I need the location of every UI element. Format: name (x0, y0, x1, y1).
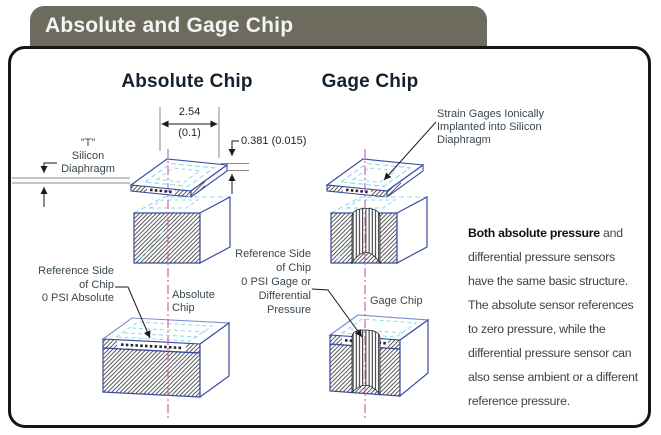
section-header-banner: Absolute and Gage Chip (30, 6, 487, 50)
centerlines (167, 149, 366, 421)
paragraph-line: differential pressure sensor can (468, 346, 632, 360)
leader-lines-and-arrows (40, 120, 437, 339)
gage-chip-heading: Gage Chip (321, 71, 419, 92)
section-title: Absolute and Gage Chip (45, 14, 294, 37)
gage-reference-leader (311, 288, 363, 338)
paragraph-line: also sense ambient or a different (468, 370, 638, 384)
absolute-chip-callout: Absolute Chip (172, 289, 215, 314)
t-silicon-diaphragm-label: "T" Silicon Diaphragm (61, 137, 115, 175)
absolute-chip-heading: Absolute Chip (121, 71, 253, 92)
paragraph-line: to zero pressure, while the (468, 322, 606, 336)
gage-hole-section-assembled (351, 329, 381, 396)
strain-gage-leader (383, 121, 437, 181)
description-paragraph: Both absolute pressure and differential … (468, 221, 648, 413)
gage-chip-assembled-drawing (328, 314, 430, 398)
gage-chip-exploded-drawing (325, 158, 428, 265)
paragraph-lead-bold: Both absolute pressure (468, 226, 600, 240)
paragraph-line: reference pressure. (468, 394, 570, 408)
width-dimension-in: (0.1) (178, 127, 201, 139)
abs-reference-side-label: Reference Side of Chip 0 PSI Absolute (38, 265, 114, 304)
paragraph-line: The absolute sensor references (468, 298, 634, 312)
paragraph-line: have the same basic structure. (468, 274, 628, 288)
width-dimension-mm: 2.54 (178, 106, 201, 118)
paragraph-line: differential pressure sensors (468, 250, 615, 264)
gage-reference-side-label: Reference Side of Chip 0 PSI Gage or Dif… (235, 248, 311, 316)
gage-chip-callout: Gage Chip (370, 295, 423, 307)
absolute-chip-exploded-drawing (129, 158, 231, 264)
abs-reference-leader (115, 286, 151, 339)
paragraph-line: Both absolute pressure and (468, 226, 623, 240)
strain-gages-label: Strain Gages Ionically Implanted into Si… (437, 108, 544, 146)
t-dim-upper-arrow (40, 162, 57, 173)
thickness-dimension: 0.381 (0.015) (241, 135, 307, 147)
gage-hole-section (351, 208, 381, 265)
dimension-extension-lines (12, 107, 249, 184)
thickness-dim-upper-arrow (228, 140, 239, 156)
absolute-chip-assembled-drawing (101, 317, 231, 399)
